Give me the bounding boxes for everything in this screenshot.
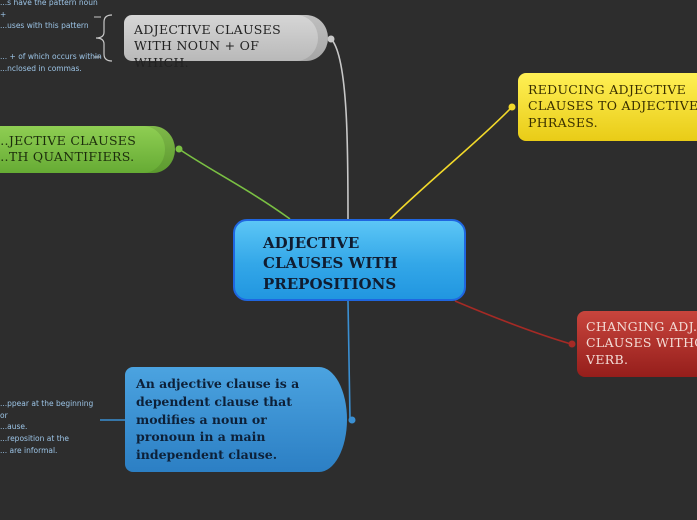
- connector-red: [454, 300, 572, 345]
- central-topic[interactable]: ADJECTIVE CLAUSES WITH PREPOSITIONS: [233, 219, 466, 301]
- note-noun-of-which-1[interactable]: ...s have the pattern noun + ...uses wit…: [0, 0, 98, 31]
- connector-green-dot: [175, 145, 183, 153]
- connector-green: [178, 148, 291, 220]
- note-noun-of-which-2[interactable]: ... + of which occurs within ...nclosed …: [0, 52, 102, 73]
- bracket-gray: [95, 14, 113, 62]
- topic-reducing[interactable]: REDUCING ADJECTIVE CLAUSES TO ADJECTIVE …: [518, 73, 697, 141]
- connector-red-dot: [568, 340, 576, 348]
- note-definition[interactable]: ...ppear at the beginning or ...ause. ..…: [0, 399, 94, 455]
- connector-blue-dot: [348, 416, 356, 424]
- connector-blue: [347, 300, 351, 420]
- topic-quantifiers[interactable]: ...JECTIVE CLAUSES ...TH QUANTIFIERS.: [0, 126, 175, 173]
- topic-noun-of-which[interactable]: ADJECTIVE CLAUSES WITH NOUN + OF WHICH.: [124, 15, 328, 70]
- topic-changing[interactable]: CHANGING ADJ... CLAUSES WITHO... VERB.: [577, 311, 697, 377]
- connector-gray: [331, 39, 349, 220]
- topic-definition[interactable]: An adjective clause is a dependent claus…: [125, 367, 347, 472]
- connector-yellow-dot: [508, 103, 516, 111]
- connector-gray-dot: [327, 35, 335, 43]
- connector-yellow: [389, 107, 512, 220]
